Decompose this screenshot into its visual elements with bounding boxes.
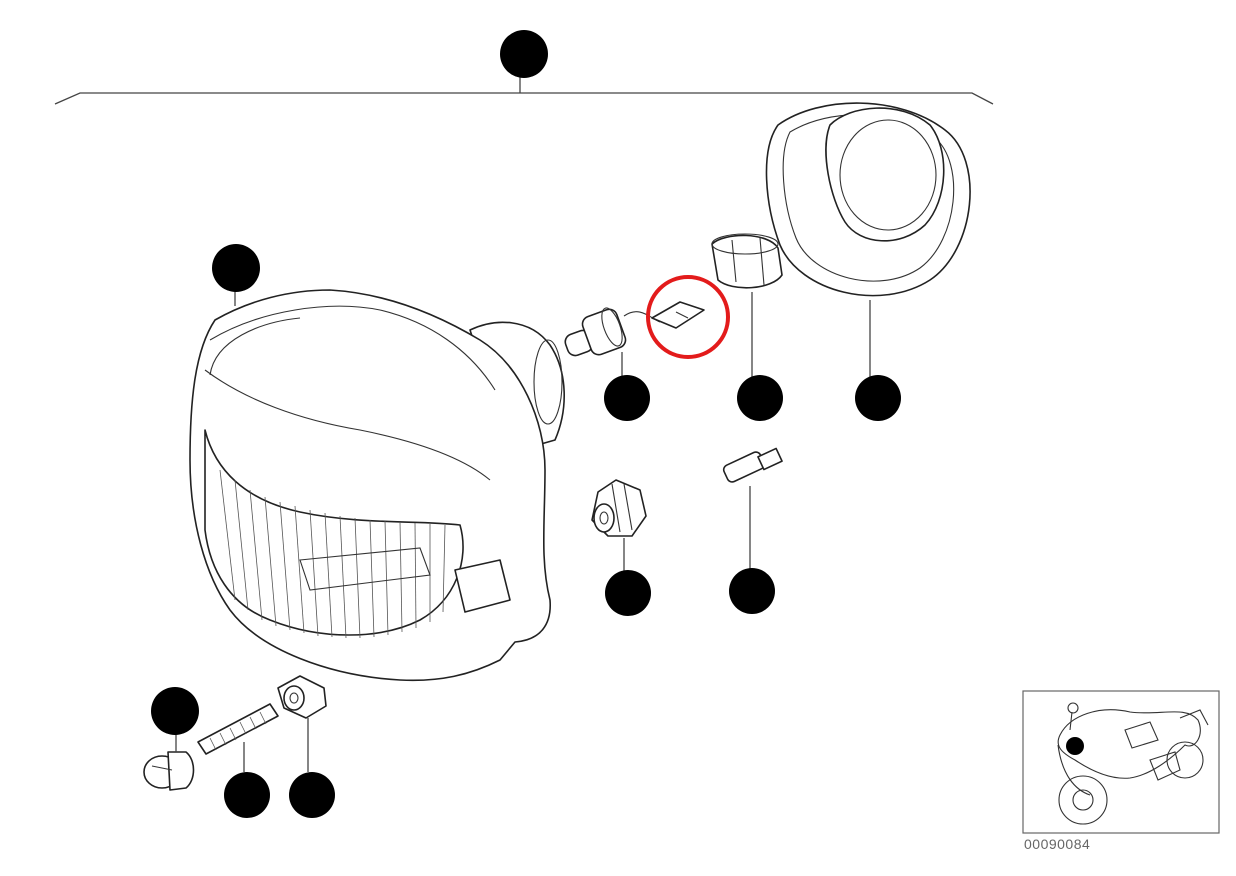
marker-headlight-housing[interactable] xyxy=(212,244,260,292)
marker-parking-bulb[interactable] xyxy=(729,568,775,614)
bulb-socket-drawing xyxy=(564,301,705,357)
leader-lines xyxy=(175,290,871,772)
parking-bulb-drawing xyxy=(722,447,783,483)
catalog-number: 00090084 xyxy=(1024,836,1090,852)
locator-marker xyxy=(1066,737,1084,755)
marker-assembly[interactable] xyxy=(500,30,548,78)
marker-end-cap[interactable] xyxy=(151,687,199,735)
locator-thumbnail xyxy=(1022,690,1220,834)
adjust-nut-drawing xyxy=(277,675,327,719)
headlight-housing-drawing xyxy=(189,289,565,682)
bulb-cap-drawing xyxy=(711,233,783,289)
marker-bulb-socket[interactable] xyxy=(604,375,650,421)
callout-markers xyxy=(151,30,901,818)
marker-adjust-knob[interactable] xyxy=(605,570,651,616)
adjust-screw-drawing xyxy=(197,703,279,755)
adjust-knob-drawing xyxy=(591,479,647,537)
reflector-ring-drawing xyxy=(765,102,971,297)
marker-adjust-nut[interactable] xyxy=(289,772,335,818)
marker-reflector-ring[interactable] xyxy=(855,375,901,421)
marker-adjust-screw[interactable] xyxy=(224,772,270,818)
highlight-circle xyxy=(646,275,730,359)
marker-bulb-cap[interactable] xyxy=(737,375,783,421)
end-cap-drawing xyxy=(143,751,195,791)
